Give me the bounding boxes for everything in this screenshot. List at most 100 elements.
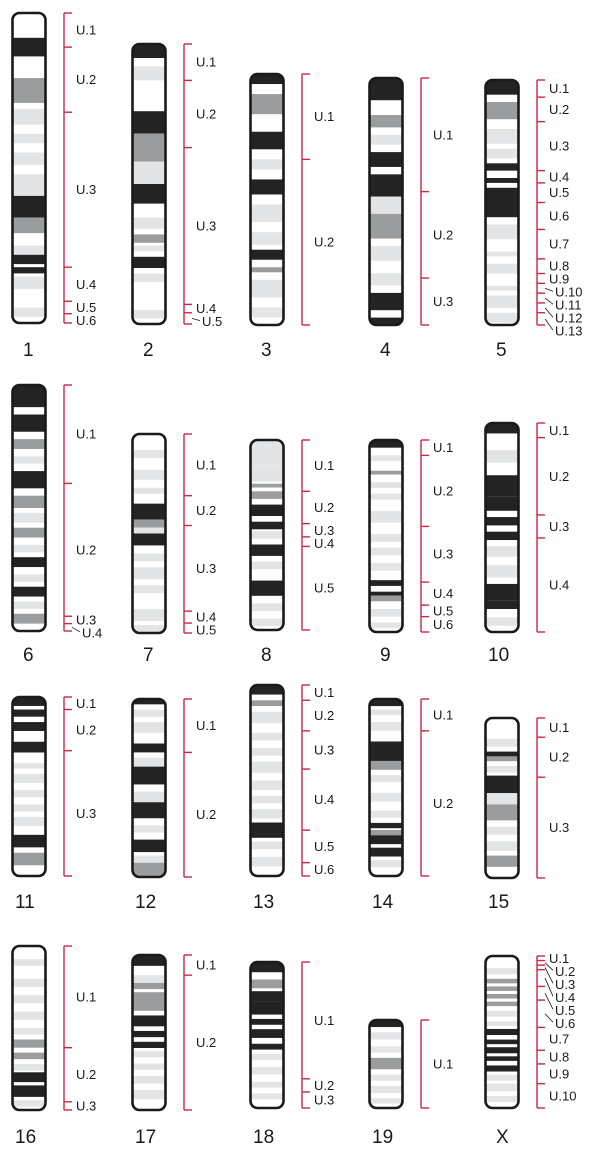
chromosome-band [369, 860, 403, 868]
unit-label: U.3 [549, 139, 569, 154]
chromosome-11: U.1U.2U.311 [11, 695, 96, 913]
band-group [485, 423, 519, 632]
unit-label: U.1 [433, 1057, 453, 1072]
unit-bracket: U.1U.2 [183, 698, 216, 878]
unit-label: U.1 [549, 81, 569, 96]
chromosome-band [485, 775, 519, 794]
chromosome-3: U.1U.23 [249, 72, 334, 361]
chromosome-number: X [496, 1127, 509, 1148]
chromosome-band [485, 968, 519, 975]
chromosome-band [12, 307, 46, 317]
chromosome-outline [11, 383, 47, 633]
unit-bracket: U.1U.2U.3 [301, 961, 334, 1109]
unit-label: U.5 [76, 300, 96, 315]
unit-label: U.3 [76, 806, 96, 821]
chromosome-number: 15 [488, 892, 509, 913]
chromosome-band [369, 760, 403, 770]
chromosome-band [369, 78, 403, 101]
unit-label: U.2 [314, 500, 334, 515]
unit-label: U.4 [555, 990, 575, 1005]
chromosome-5: U.1U.2U.3U.4U.5U.6U.7U.8U.9U.10U.11U.12U… [484, 78, 582, 361]
chromosome-outline [131, 432, 167, 635]
chromosome-10: U.1U.2U.3U.410 [484, 421, 569, 666]
chromosome-number: 3 [261, 340, 272, 361]
chromosome-band [250, 711, 284, 724]
chromosome-band [369, 608, 403, 617]
unit-label: U.9 [549, 1066, 569, 1081]
chromosome-band [12, 245, 46, 255]
unit-label: U.2 [433, 483, 453, 498]
unit-bracket: U.1U.2U.3 [63, 696, 96, 877]
chromosome-band [132, 1003, 166, 1011]
chromosome-band [12, 1100, 46, 1107]
chromosome-band [250, 440, 284, 465]
chromosome-band [485, 804, 519, 821]
chromosome-band [132, 111, 166, 134]
chromosome-band [485, 1095, 519, 1102]
chromosome-band [12, 763, 46, 769]
chromosome-outline [11, 11, 47, 325]
unit-label: U.5 [202, 314, 222, 329]
unit-label: U.5 [555, 1003, 575, 1018]
unit-label: U.1 [549, 951, 569, 966]
chromosome-band [485, 148, 519, 159]
unit-label: U.1 [433, 707, 453, 722]
unit-bracket: U.1U.2U.3U.4U.5U.6U.7U.8U.9U.10 [536, 951, 576, 1109]
chromosome-band [132, 862, 166, 877]
chromosome-band [369, 562, 403, 571]
chromosome-band [12, 414, 46, 432]
unit-label: U.9 [549, 272, 569, 287]
chromosome-band [12, 601, 46, 609]
chromosome-band [250, 822, 284, 838]
unit-bracket: U.1U.2U.3U.4 [536, 422, 569, 633]
chromosome-band [250, 1081, 284, 1088]
chromosome-band [12, 495, 46, 508]
unit-leader-line [544, 977, 554, 997]
band-group [369, 1020, 403, 1108]
chromosome-x: U.1U.2U.3U.4U.5U.6U.7U.8U.9U.10X [484, 951, 576, 1148]
unit-label: U.2 [549, 469, 569, 484]
chromosome-band [485, 841, 519, 851]
chromosome-2: U.1U.2U.3U.4U.52 [131, 42, 222, 361]
chromosome-band [12, 1064, 46, 1071]
unit-label: U.10 [549, 1088, 576, 1103]
chromosome-band [250, 483, 284, 488]
chromosome-band [250, 780, 284, 791]
unit-label: U.10 [555, 285, 582, 300]
unit-label: U.1 [76, 989, 96, 1004]
chromosome-band [485, 617, 519, 626]
unit-label: U.3 [196, 219, 216, 234]
chromosome-band [369, 292, 403, 311]
chromosome-band [132, 975, 166, 983]
chromosome-band [12, 1052, 46, 1060]
unit-label: U.4 [314, 536, 334, 551]
unit-label: U.4 [82, 625, 102, 640]
chromosome-outline [484, 421, 520, 634]
unit-label: U.5 [549, 185, 569, 200]
unit-label: U.2 [76, 542, 96, 557]
chromosome-band [132, 855, 166, 863]
chromosome-band [485, 1065, 519, 1072]
chromosome-band [132, 503, 166, 520]
unit-label: U.2 [555, 964, 575, 979]
chromosome-band [369, 1086, 403, 1094]
unit-label: U.3 [433, 294, 453, 309]
unit-bracket: U.1U.2 [183, 954, 216, 1111]
chromosome-band [250, 1053, 284, 1060]
unit-label: U.13 [555, 324, 582, 339]
chromosome-number: 9 [380, 645, 391, 666]
unit-label: U.3 [76, 612, 96, 627]
chromosome-band [485, 224, 519, 240]
chromosome-band [369, 775, 403, 783]
chromosome-band [132, 519, 166, 528]
chromosome-number: 5 [496, 340, 507, 361]
chromosome-band [250, 561, 284, 570]
chromosome-band [12, 790, 46, 798]
unit-label: U.4 [196, 610, 216, 625]
chromosome-band [250, 307, 284, 318]
unit-label: U.3 [555, 977, 575, 992]
chromosome-band [250, 761, 284, 773]
band-group [250, 74, 284, 325]
unit-label: U.3 [76, 1098, 96, 1113]
chromosome-band [250, 521, 284, 530]
